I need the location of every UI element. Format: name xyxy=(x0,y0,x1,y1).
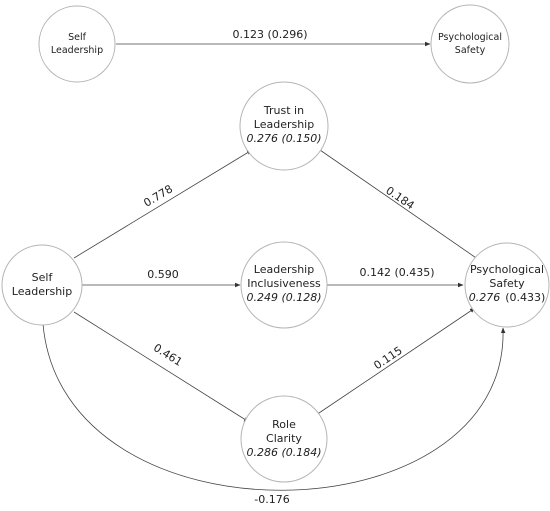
node-role-clarity: Role Clarity 0.286 (0.184) xyxy=(240,395,328,483)
node-label-line: Inclusiveness xyxy=(247,277,321,290)
edge-label-sl-inclusive: 0.590 xyxy=(147,268,179,281)
node-label-line: Leadership xyxy=(12,285,72,298)
node-label-line: Psychological xyxy=(470,263,544,276)
node-r2-value: 0.276 (0.433) xyxy=(469,291,546,304)
edge-label-inclusive-ps: 0.142 (0.435) xyxy=(359,266,434,279)
edge-label-top-sl-ps: 0.123 (0.296) xyxy=(232,28,307,41)
node-label-line: Self xyxy=(68,32,87,43)
node-label-line: Safety xyxy=(489,277,525,290)
edge-label-sl-clarity: 0.461 xyxy=(151,341,185,369)
edge-label-clarity-ps: 0.115 xyxy=(371,344,404,372)
edge-sl-trust xyxy=(73,149,253,259)
node-label-line: Role xyxy=(272,418,296,431)
edge-clarity-ps xyxy=(315,307,476,416)
node-label-line: Psychological xyxy=(438,32,502,43)
node-label-line: Leadership xyxy=(254,263,314,276)
node-r2-main: 0.276 xyxy=(469,291,501,304)
node-leadership-inclusiveness: Leadership Inclusiveness 0.249 (0.128) xyxy=(240,241,328,329)
node-top-psychological-safety: Psychological Safety xyxy=(430,4,510,84)
edge-sl-clarity xyxy=(73,311,250,423)
edge-sl-ps-direct xyxy=(42,323,506,491)
edge-label-sl-trust: 0.778 xyxy=(141,182,175,209)
node-label-line: Clarity xyxy=(266,432,302,445)
edge-label-trust-ps: 0.184 xyxy=(383,184,416,212)
node-label-line: Leadership xyxy=(254,118,314,131)
node-r2-adjusted: (0.433) xyxy=(505,291,545,304)
node-r2-value: 0.249 (0.128) xyxy=(246,291,321,304)
edge-label-sl-ps-direct: -0.176 xyxy=(254,493,289,506)
node-trust-in-leadership: Trust in Leadership 0.276 (0.150) xyxy=(239,81,329,171)
node-psychological-safety: Psychological Safety 0.276 (0.433) xyxy=(464,242,550,328)
node-label-line: Leadership xyxy=(51,45,103,56)
node-label-line: Self xyxy=(32,271,54,284)
node-r2-value: 0.276 (0.150) xyxy=(246,132,321,145)
node-r2-value: 0.286 (0.184) xyxy=(246,446,321,459)
node-top-self-leadership: Self Leadership xyxy=(38,5,116,83)
node-self-leadership: Self Leadership xyxy=(1,244,83,326)
node-label-line: Trust in xyxy=(263,104,304,117)
edge-trust-ps xyxy=(319,149,483,263)
node-label-line: Safety xyxy=(455,45,486,56)
